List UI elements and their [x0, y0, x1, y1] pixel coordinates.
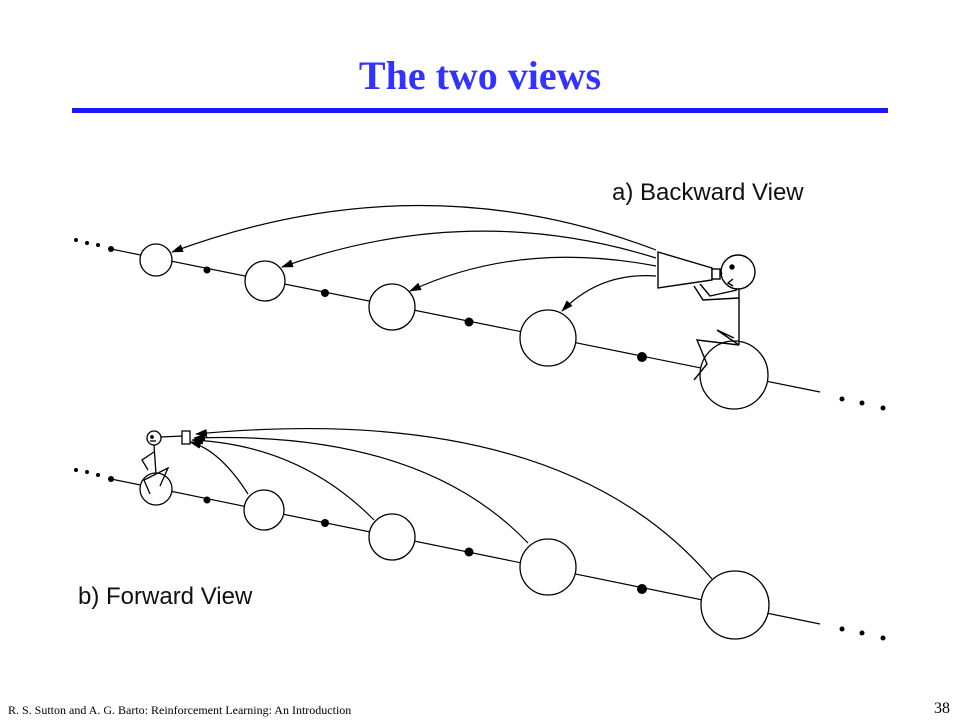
ellipsis-dot: [85, 241, 89, 245]
forward-observer-figure: [141, 430, 191, 495]
ellipsis-dot: [880, 405, 886, 411]
forward-arrow: [193, 433, 529, 544]
state-node: [700, 570, 770, 640]
state-node-current: [699, 340, 769, 410]
footer-citation: R. S. Sutton and A. G. Barto: Reinforcem…: [8, 703, 352, 717]
ellipsis-dot: [74, 468, 78, 472]
ellipsis-dot: [839, 396, 845, 402]
action-dot: [203, 496, 211, 504]
forward-view: b) Forward View: [74, 427, 886, 641]
forward-arrow: [189, 440, 249, 495]
backward-observer-figure: [657, 251, 756, 381]
ellipsis-dot: [96, 243, 100, 247]
ellipsis-dot: [839, 626, 845, 632]
state-node: [368, 283, 416, 331]
ellipsis-dot: [74, 238, 78, 242]
backward-arrow: [281, 230, 657, 268]
action-dot: [637, 352, 647, 362]
action-dot: [464, 547, 474, 557]
ellipsis-dot: [859, 400, 865, 406]
state-node: [519, 309, 577, 367]
state-node: [243, 489, 285, 531]
forward-view-label: b) Forward View: [78, 583, 253, 610]
page-number: 38: [934, 700, 950, 717]
slide-title: The two views: [358, 53, 602, 98]
backward-arrow: [561, 275, 657, 312]
action-dot: [108, 476, 114, 482]
forward-arrow: [195, 427, 713, 580]
state-node: [244, 260, 286, 302]
ellipsis-dot: [859, 630, 865, 636]
ellipsis-dot: [85, 470, 89, 474]
backward-arrow: [171, 204, 657, 253]
state-node: [368, 513, 416, 561]
ellipsis-dot: [880, 635, 886, 641]
backward-arrow: [409, 256, 657, 292]
backward-view-label: a) Backward View: [612, 179, 804, 206]
forward-arrow: [191, 436, 375, 521]
action-dot: [321, 519, 329, 527]
state-node: [139, 243, 173, 277]
ellipsis-dot: [96, 473, 100, 477]
state-node: [519, 538, 577, 596]
action-dot: [321, 289, 329, 297]
state-node-current: [139, 472, 173, 506]
action-dot: [108, 246, 114, 252]
action-dot: [464, 317, 474, 327]
backward-view: a) Backward View: [74, 179, 886, 411]
action-dot: [203, 266, 211, 274]
title-underline: [72, 108, 888, 113]
action-dot: [637, 584, 647, 594]
